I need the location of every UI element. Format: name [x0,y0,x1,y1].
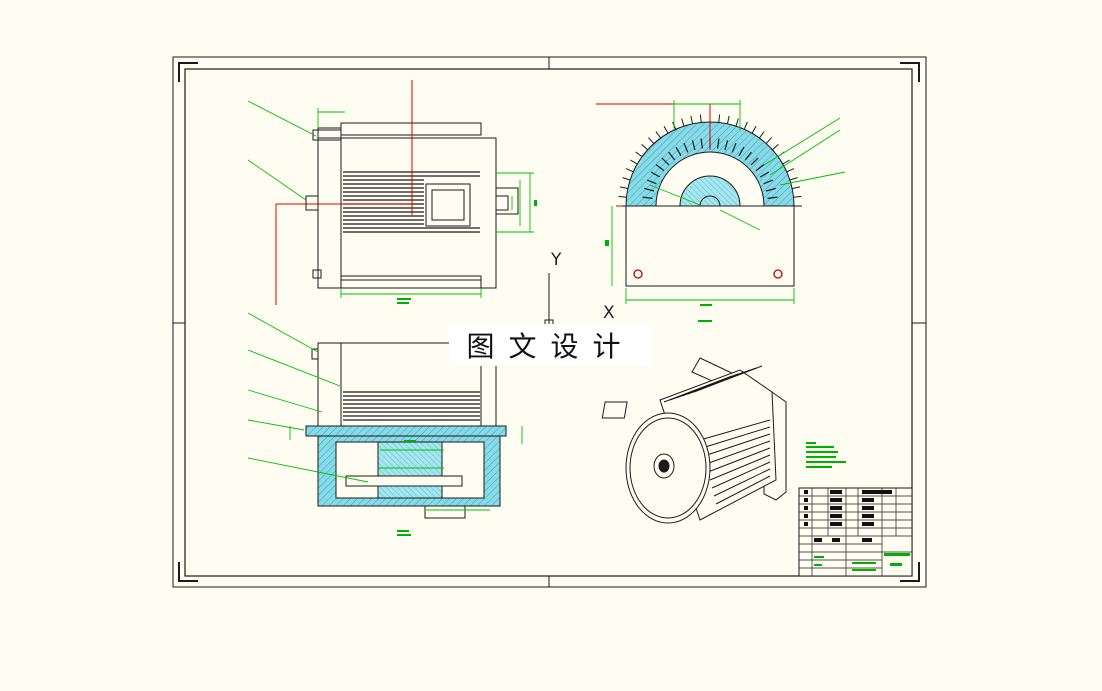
housing-fin [635,151,643,158]
stator-slot [668,151,676,161]
housing-fin [772,144,779,151]
iso-fin [709,454,771,481]
housing-fin [622,177,631,181]
title-block [798,487,913,577]
stator-slot [767,196,778,199]
housing-fin [792,186,801,189]
stator-slot [731,142,737,153]
housing-fin [765,137,772,144]
housing-fin [789,177,798,181]
front-view [247,80,537,305]
stator-slot [700,138,703,149]
iso-fin [701,426,771,449]
stator-slot [661,157,670,166]
iso-fin [707,447,771,473]
stator-slot [644,187,655,192]
sheet-border [172,56,927,588]
stator-slot [755,164,765,172]
stator-slot [763,179,774,185]
iso-fin [699,419,771,441]
stator-slot [675,146,682,157]
technical-notes [806,442,846,468]
stator-slot [717,138,720,149]
iso-fin [713,468,771,497]
stator-slot [642,196,653,199]
stator-slot [738,146,745,157]
stator-slot [646,179,657,185]
iso-fin [711,461,771,489]
ucs-x-label: X [603,303,615,323]
housing-fin [619,186,628,189]
housing-fin [655,131,662,139]
housing-fin [690,115,693,124]
stator-slot [744,151,752,161]
side-section-view [596,100,846,322]
iso-fin [703,433,771,457]
housing-fin [681,118,685,127]
stator-slot [765,187,776,192]
ucs-icon [544,273,600,329]
housing-fin [663,126,669,134]
stator-slot [759,171,770,178]
housing-fin [793,195,802,198]
housing-fin [727,115,730,124]
stator-slot [650,171,661,178]
iso-fin [715,475,771,505]
watermark-banner: 图文设计 [449,324,652,366]
stator-slot [750,157,759,166]
housing-fin [743,121,748,130]
housing-fin [751,126,757,134]
housing-fin [618,195,627,198]
housing-fin [782,159,790,165]
housing-fin [641,144,648,151]
housing-fin [718,114,721,123]
bottom-section-view [247,312,523,536]
housing-fin [699,114,702,123]
housing-fin [735,118,739,127]
housing-fin [630,159,638,165]
iso-fin [693,365,763,393]
stator-slot [724,140,729,151]
iso-fin [705,440,771,465]
stator-slot [655,164,665,172]
ucs-y-label: Y [551,250,562,270]
housing-fin [758,131,765,139]
watermark-text: 图文设计 [466,330,635,363]
isometric-view [601,357,787,524]
stator-slot [691,140,696,151]
housing-fin [648,137,655,144]
housing-fin [786,168,795,173]
stator-slot [683,142,689,153]
housing-fin [625,168,634,173]
